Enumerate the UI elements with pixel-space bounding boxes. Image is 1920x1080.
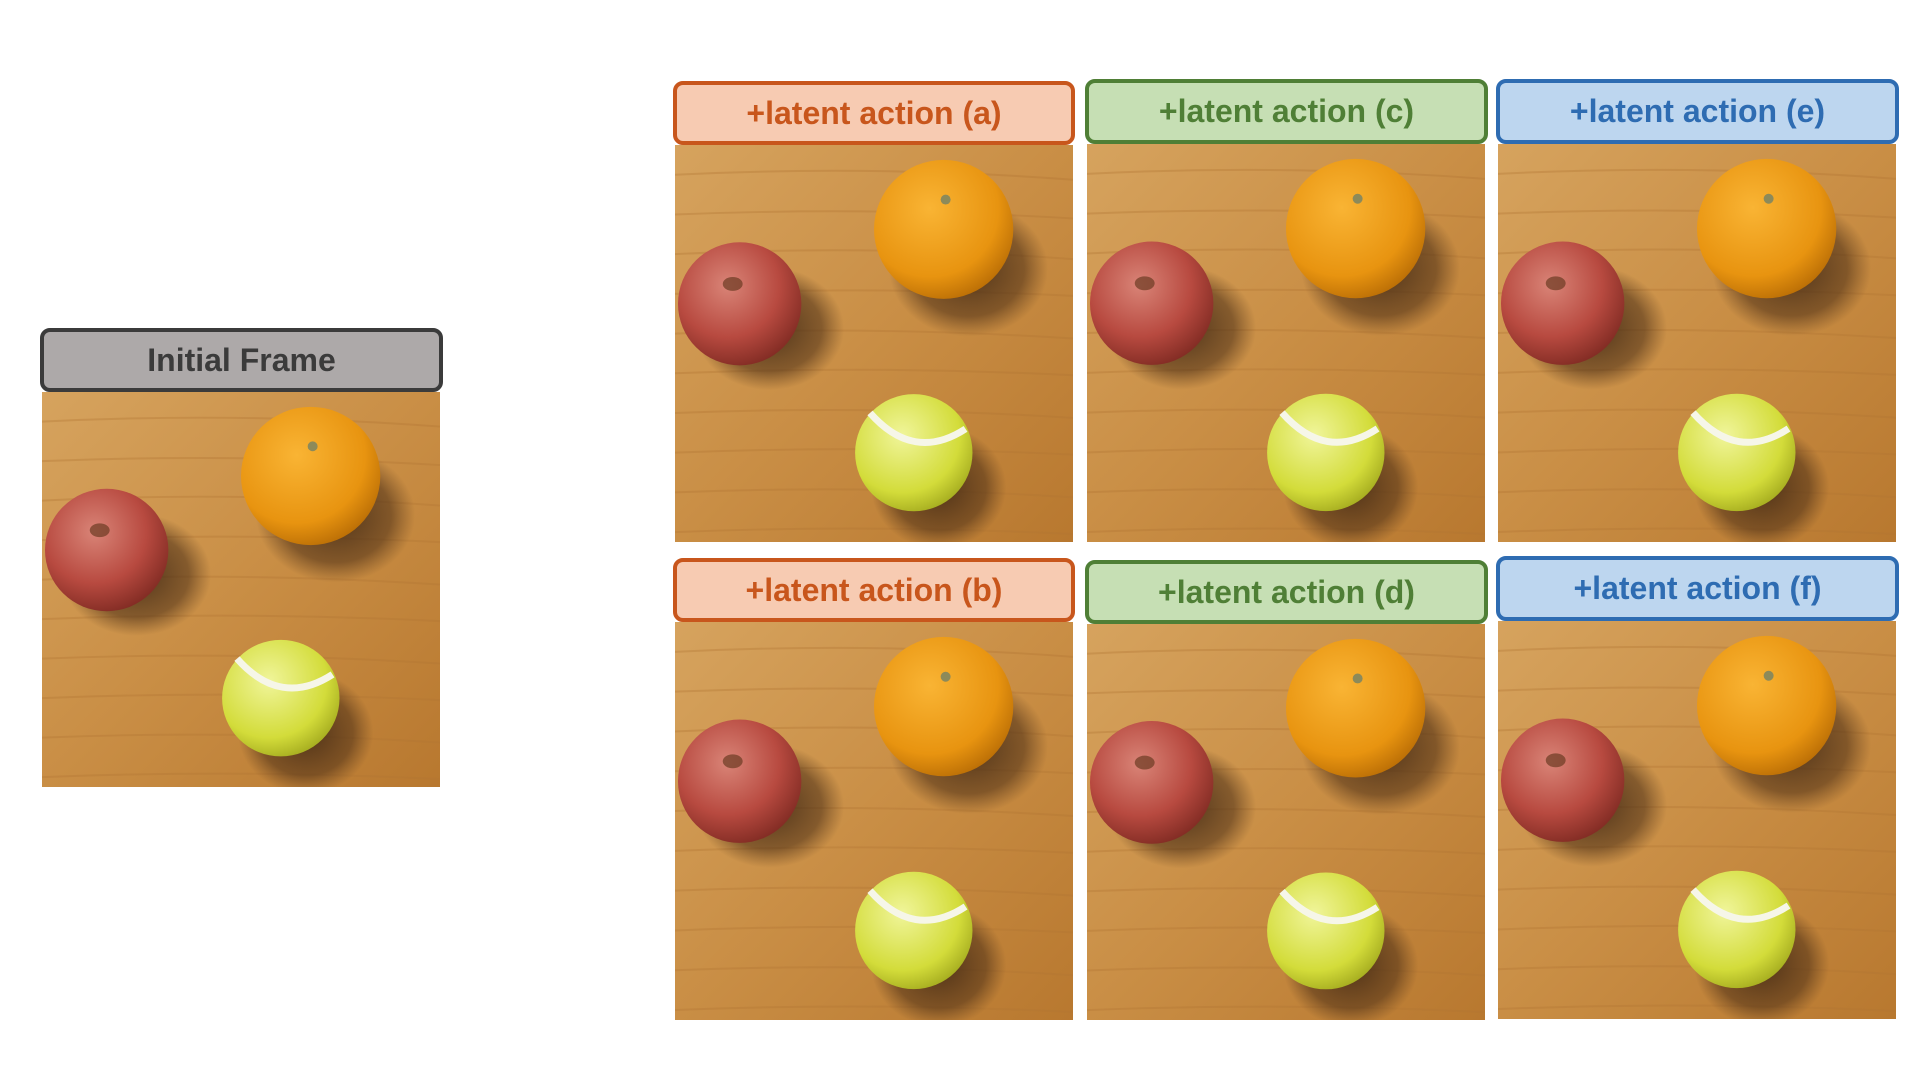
variant-image-e — [1498, 144, 1896, 542]
variant-image-c — [1087, 144, 1485, 542]
variant-label-a: +latent action (a) — [673, 81, 1075, 145]
initial-frame-label: Initial Frame — [40, 328, 443, 392]
variant-label-c: +latent action (c) — [1085, 79, 1488, 144]
variant-image-b — [675, 622, 1073, 1020]
variant-image-a — [675, 145, 1073, 542]
variant-image-f — [1498, 621, 1896, 1019]
variant-label-b: +latent action (b) — [673, 558, 1075, 622]
initial-frame-image — [42, 392, 440, 787]
variant-label-d: +latent action (d) — [1085, 560, 1488, 624]
variant-label-f: +latent action (f) — [1496, 556, 1899, 621]
variant-label-e: +latent action (e) — [1496, 79, 1899, 144]
variant-image-d — [1087, 624, 1485, 1020]
